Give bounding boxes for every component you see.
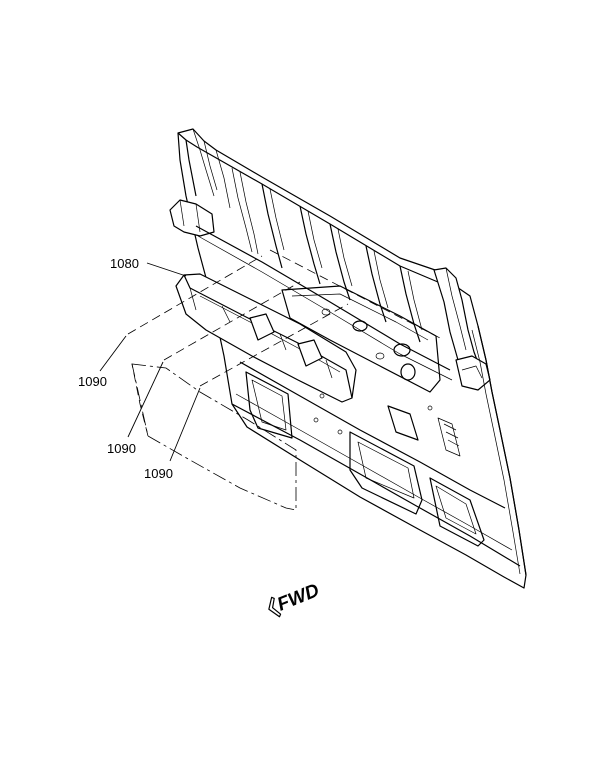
callout-label-1080: 1080 [110,256,139,271]
fwd-label: FWD [274,580,322,616]
trim-panel-1080 [175,273,357,403]
callout-1090-c: 1090 [144,387,201,481]
callout-label-1090-a: 1090 [78,374,107,389]
alignment-lines [127,249,441,387]
callout-label-1090-b: 1090 [107,441,136,456]
callout-1080: 1080 [110,256,187,277]
callout-1090-a: 1090 [78,335,127,389]
callout-1090-b: 1090 [107,361,164,456]
fwd-indicator: FWD [268,580,323,618]
callout-label-1090-c: 1090 [144,466,173,481]
insulator-1090 [131,363,297,511]
back-panel [169,128,527,589]
forward-arrow-icon [268,596,282,618]
